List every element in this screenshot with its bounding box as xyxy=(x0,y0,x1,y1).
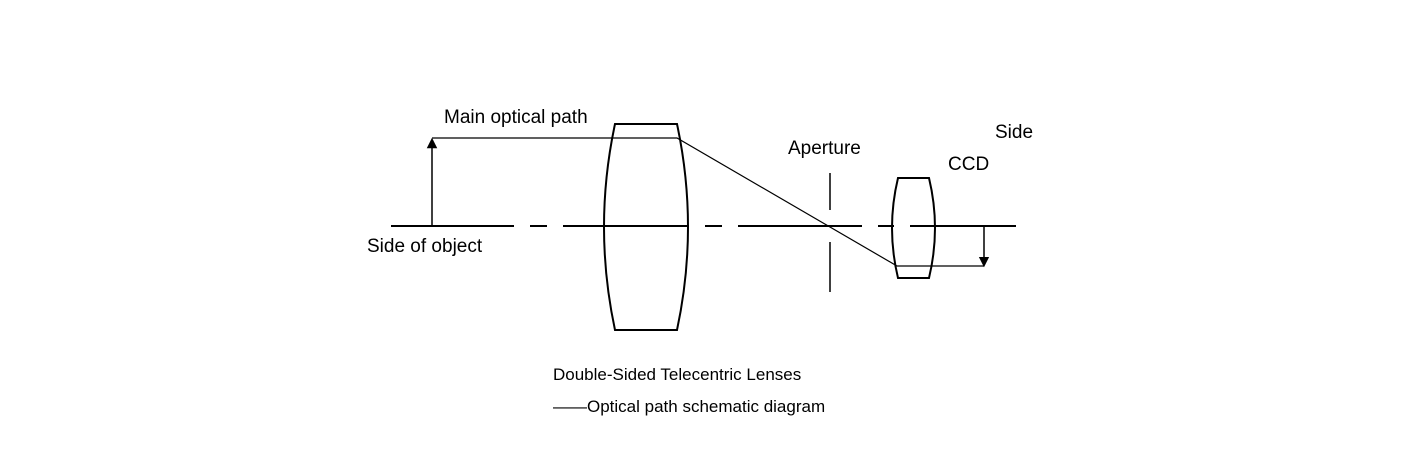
aperture-label: Aperture xyxy=(788,138,861,159)
main-optical-ray xyxy=(432,137,984,267)
main-optical-path-label: Main optical path xyxy=(444,107,588,128)
ccd-label: CCD xyxy=(948,154,990,175)
caption-title: Double-Sided Telecentric Lenses xyxy=(553,365,802,384)
side-label: Side xyxy=(995,122,1034,143)
side-of-object-label: Side of object xyxy=(367,236,483,257)
rear-lens xyxy=(891,177,936,279)
objective-lens xyxy=(603,123,689,331)
caption-subtitle: ——Optical path schematic diagram xyxy=(553,397,826,416)
